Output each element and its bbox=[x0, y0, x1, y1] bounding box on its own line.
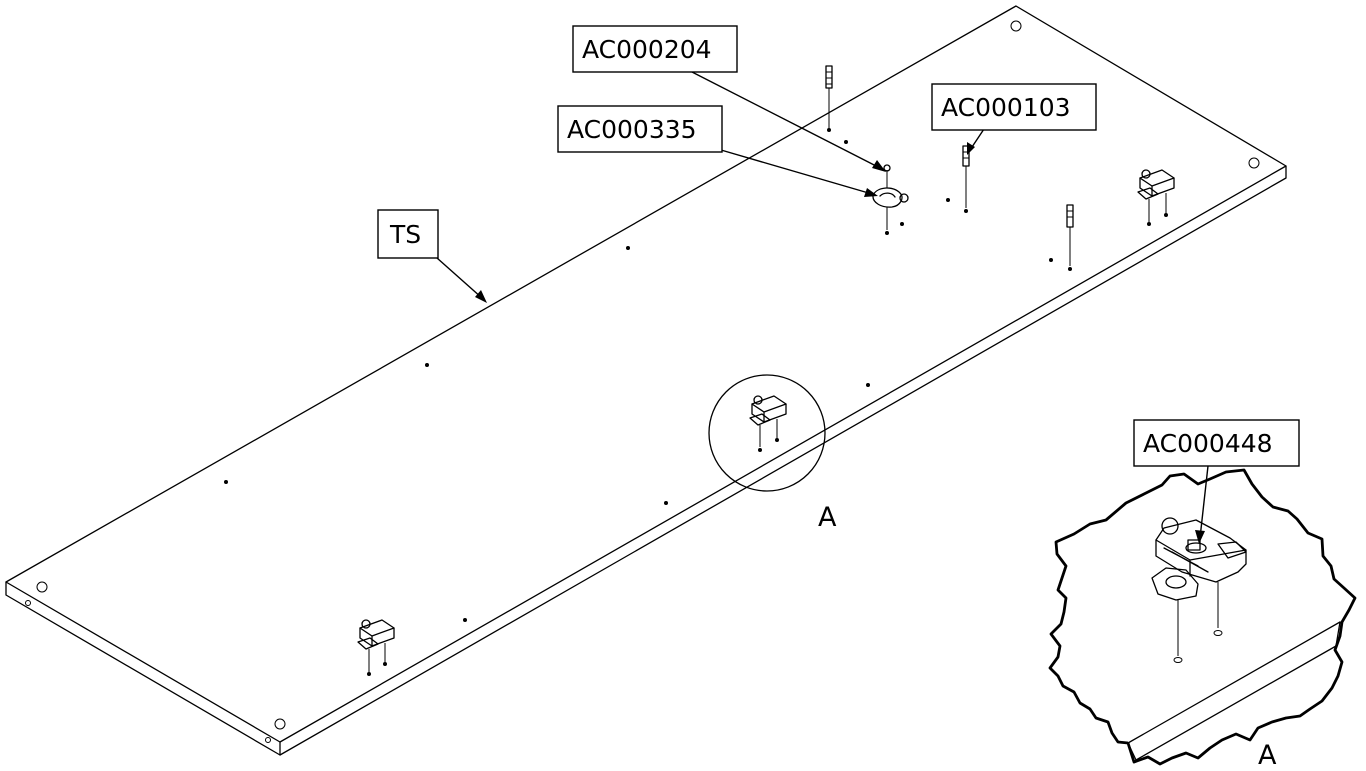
detail-circle-a bbox=[708, 374, 826, 492]
cam-fitting bbox=[872, 164, 909, 235]
detail-view-a: AC000448 A bbox=[1048, 419, 1357, 771]
pin-right bbox=[1066, 204, 1074, 271]
callout-ts-label: TS bbox=[389, 220, 421, 249]
corner-hole bbox=[274, 718, 286, 730]
pin-left bbox=[825, 65, 833, 132]
detail-view-label: A bbox=[1258, 740, 1277, 771]
callout-ac000448-label: AC000448 bbox=[1143, 429, 1273, 458]
panel-board bbox=[5, 5, 1287, 756]
corner-hole bbox=[36, 581, 48, 593]
detail-break-outline bbox=[1048, 468, 1357, 766]
callout-ts: TS bbox=[377, 209, 487, 303]
hinge-plate-bottom-left bbox=[357, 619, 395, 676]
hinge-plate-center bbox=[749, 395, 787, 452]
hinge-plate-top-right bbox=[1137, 169, 1175, 226]
drill-holes bbox=[224, 140, 1053, 622]
hinge-plate-detail bbox=[1151, 517, 1247, 663]
callout-ac000103: AC000103 bbox=[931, 83, 1097, 155]
pin-middle bbox=[962, 145, 970, 213]
callout-ac000448: AC000448 bbox=[1133, 419, 1300, 544]
callout-ac000335-label: AC000335 bbox=[567, 115, 697, 144]
callout-ac000204-label: AC000204 bbox=[582, 35, 712, 64]
corner-hole bbox=[1010, 20, 1022, 32]
callout-ac000204: AC000204 bbox=[572, 25, 886, 172]
callout-ac000335: AC000335 bbox=[557, 105, 878, 197]
corner-hole bbox=[1248, 157, 1260, 169]
callout-ac000103-label: AC000103 bbox=[941, 93, 1071, 122]
detail-circle-label: A bbox=[818, 502, 837, 533]
